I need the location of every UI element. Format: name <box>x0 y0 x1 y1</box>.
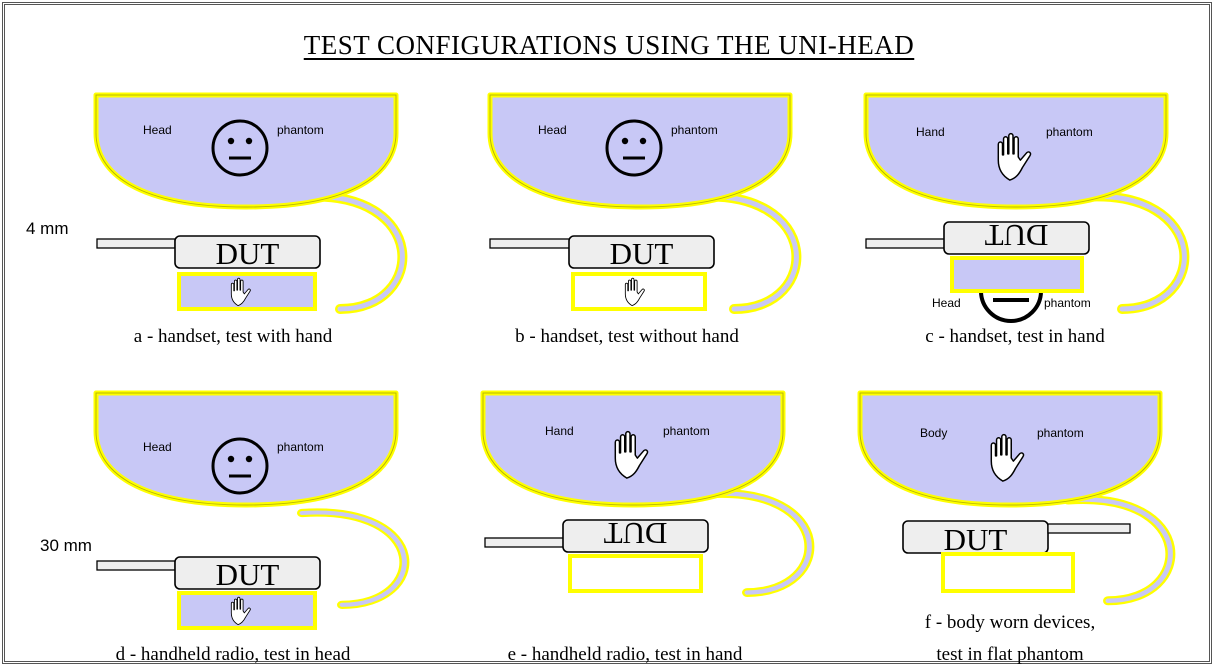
bowl-label-left: Body <box>920 426 947 440</box>
dut-label-flipped: DUT <box>604 516 668 551</box>
spacing-label: 4 mm <box>26 219 69 238</box>
diagram-title: TEST CONFIGURATIONS USING THE UNI-HEAD <box>303 30 915 60</box>
caption-f-line1: f - body worn devices, <box>925 612 1095 633</box>
cable <box>1068 499 1170 600</box>
dut-label: DUT <box>610 236 674 271</box>
bowl-label-right: phantom <box>1037 426 1084 440</box>
dut-label: DUT <box>216 236 280 271</box>
panel-d: Head phantom 30 mm DUT d - handheld radi… <box>40 393 404 665</box>
caption-c: c - handset, test in hand <box>925 326 1105 347</box>
caption-d: d - handheld radio, test in head <box>116 644 351 665</box>
antenna <box>489 238 571 249</box>
panel-f: Body phantom DUT f - body worn devices, … <box>860 393 1170 665</box>
antenna <box>96 560 176 571</box>
panel-e: Hand phantom DUT e - handheld radio, tes… <box>483 393 809 665</box>
lower-label-left: Head <box>932 296 961 310</box>
dut-label: DUT <box>944 522 1008 557</box>
hand-phantom-box <box>950 256 1084 293</box>
spacing-label: 30 mm <box>40 536 92 555</box>
antenna <box>865 238 947 249</box>
antenna <box>1047 523 1131 534</box>
head-phantom-bowl <box>96 95 396 207</box>
head-phantom-bowl <box>490 95 790 207</box>
bowl-label-right: phantom <box>671 123 718 137</box>
dut-label: DUT <box>216 557 280 592</box>
panel-c: Hand phantom DUT Head phantom c - handse… <box>866 95 1184 347</box>
bowl-label-left: Head <box>143 123 172 137</box>
cable <box>1082 196 1184 309</box>
dut-label-flipped: DUT <box>985 218 1049 253</box>
bowl-label-right: phantom <box>663 424 710 438</box>
caption-a: a - handset, test with hand <box>134 326 333 347</box>
empty-hand-position-box <box>571 272 707 311</box>
panel-a: Head phantom 4 mm DUT a - handset, test … <box>26 95 402 347</box>
bowl-label-left: Hand <box>545 424 574 438</box>
bowl-label-right: phantom <box>1046 125 1093 139</box>
bowl-label-right: phantom <box>277 123 324 137</box>
antenna <box>96 238 176 249</box>
flat-phantom-box <box>941 552 1075 593</box>
empty-hand-position-box <box>568 554 703 593</box>
caption-e: e - handheld radio, test in hand <box>508 644 743 665</box>
panel-b: Head phantom DUT b - handset, test witho… <box>490 95 796 347</box>
head-phantom-bowl <box>96 393 396 505</box>
bowl-label-left: Head <box>538 123 567 137</box>
cable <box>707 493 809 592</box>
caption-f-line2: test in flat phantom <box>936 644 1083 665</box>
lower-label-right: phantom <box>1044 296 1091 310</box>
bowl-label-right: phantom <box>277 440 324 454</box>
bowl-label-left: Head <box>143 440 172 454</box>
antenna <box>484 537 566 548</box>
bowl-label-left: Hand <box>916 125 945 139</box>
caption-b: b - handset, test without hand <box>515 326 739 347</box>
